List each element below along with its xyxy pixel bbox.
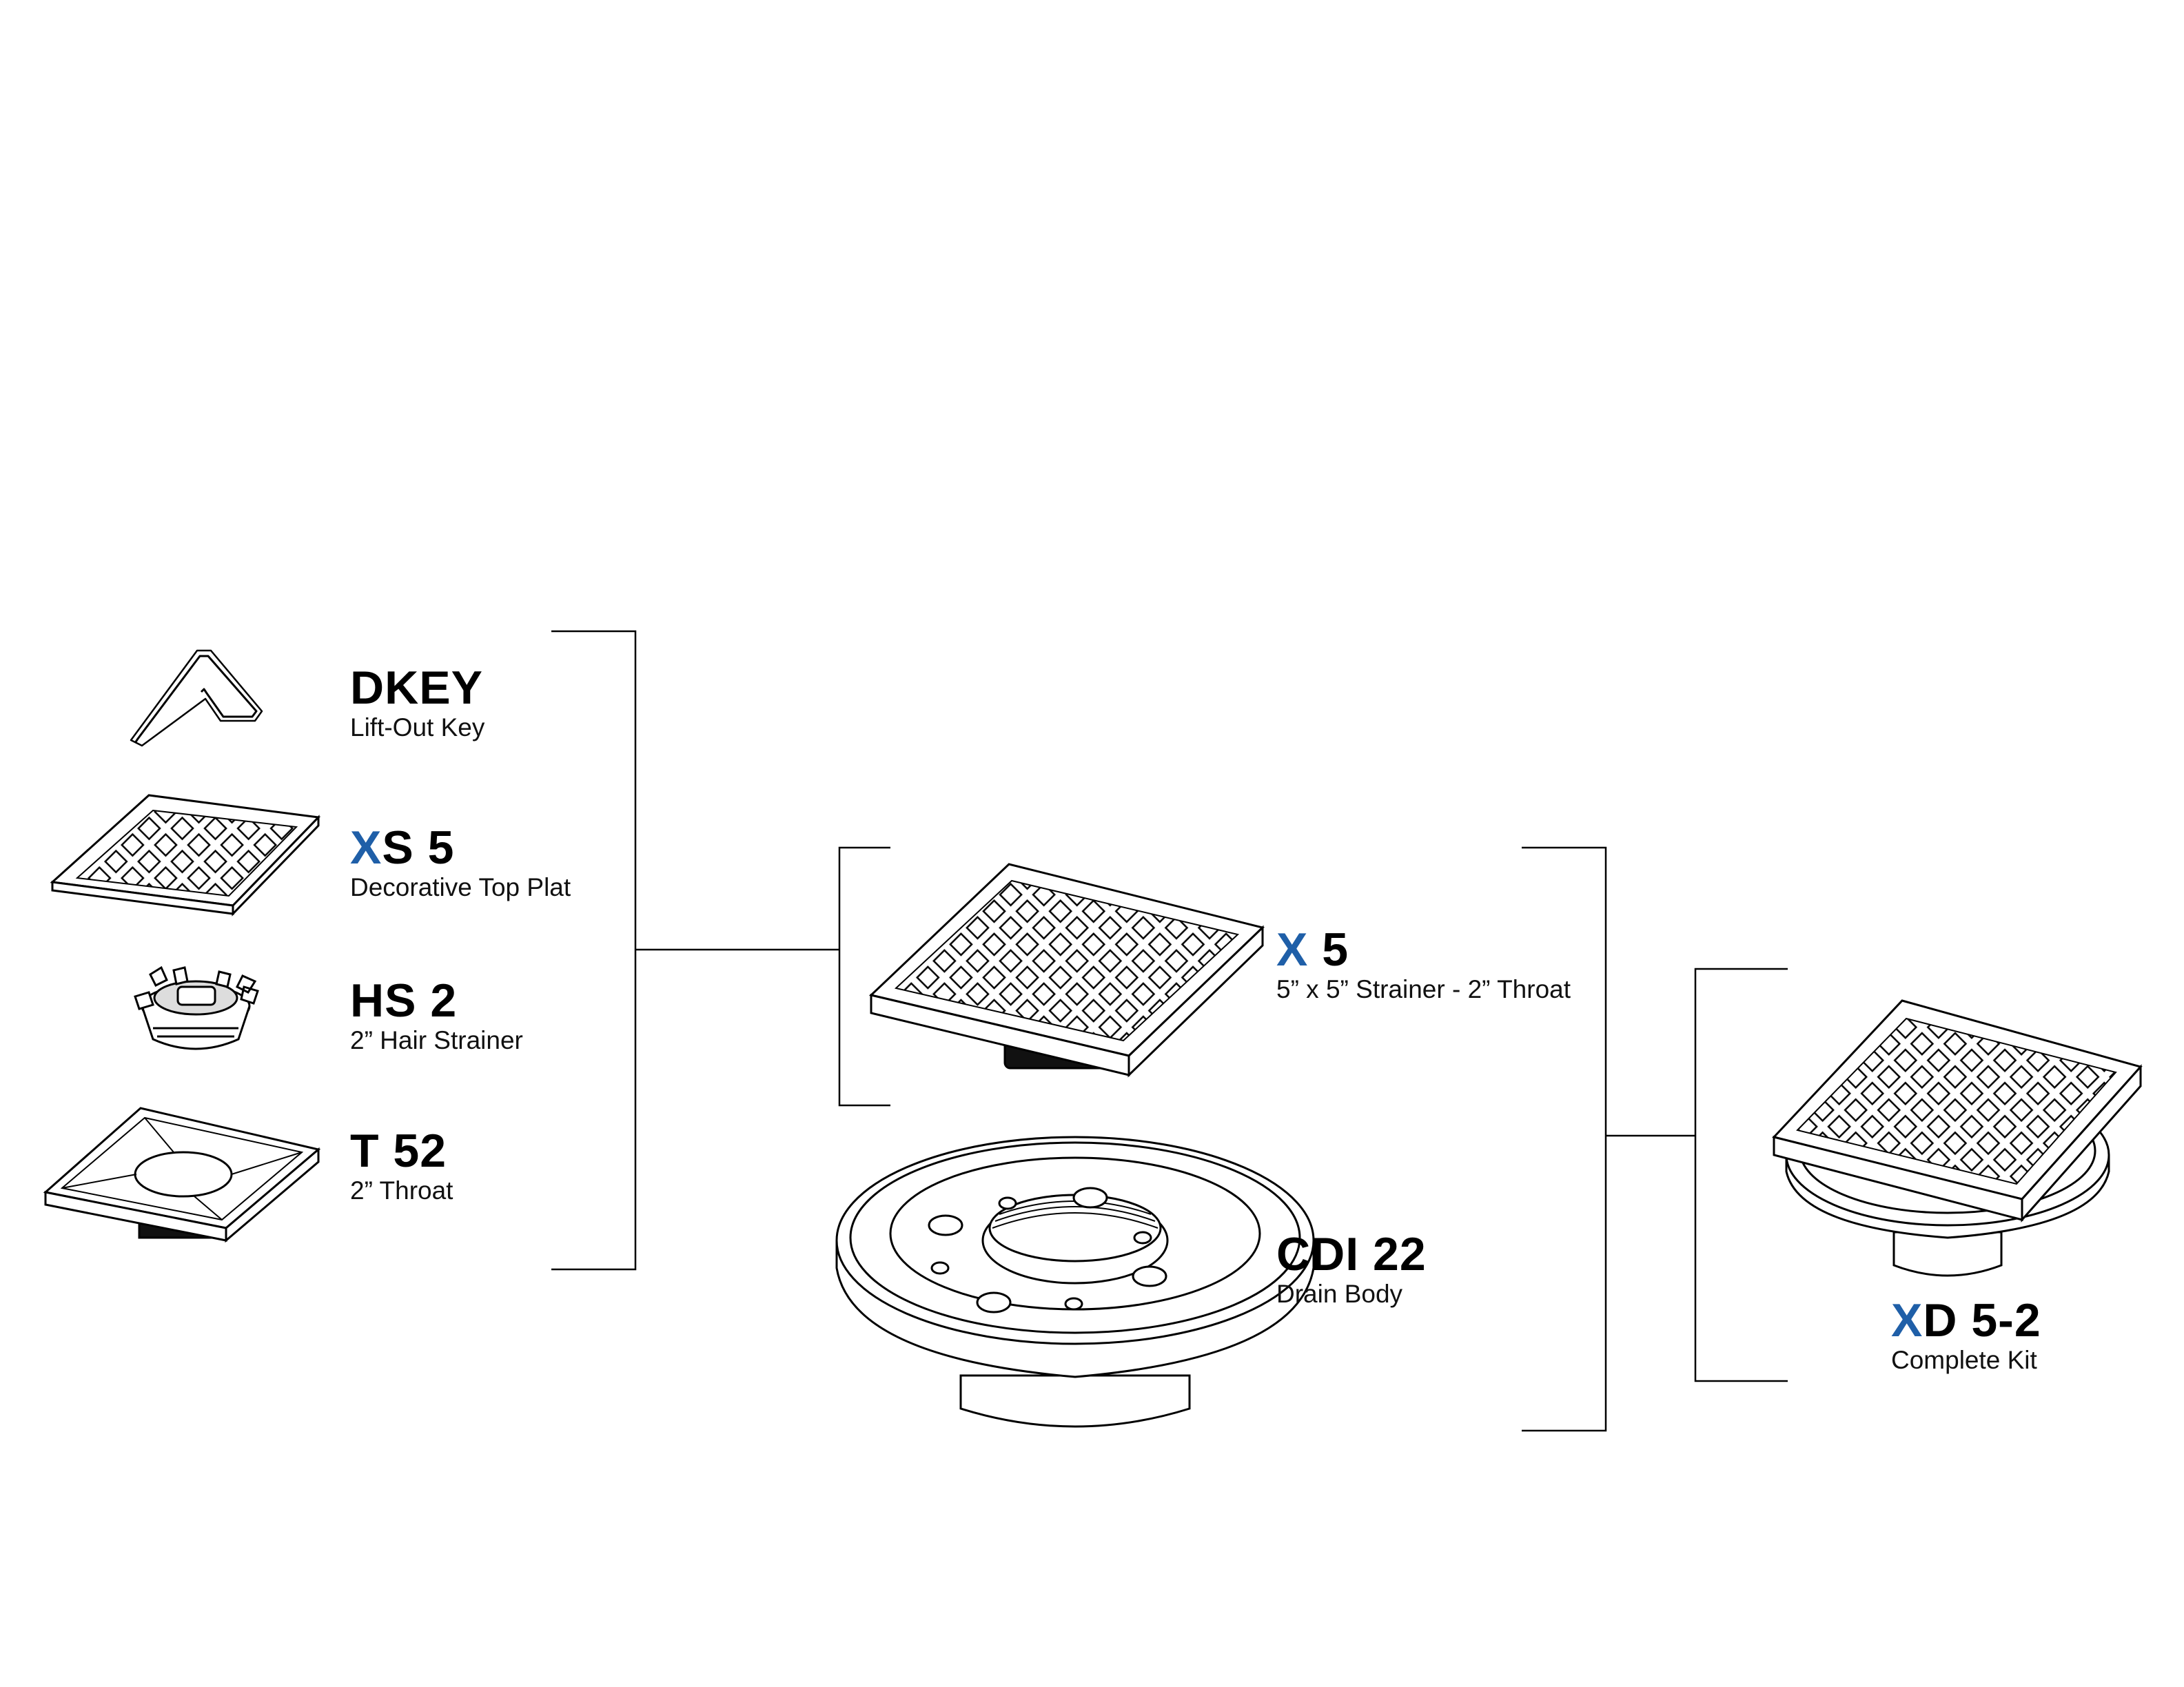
component-label-t52: T 52 2” Throat <box>350 1127 453 1205</box>
part-code-text: 5 <box>1308 923 1349 976</box>
component-label-dkey: DKEY Lift-Out Key <box>350 664 484 742</box>
throat-icon <box>43 1107 321 1243</box>
component-label-xs5: XS 5 Decorative Top Plat <box>350 824 571 901</box>
components-bracket <box>551 630 637 1271</box>
part-code: XD 5-2 <box>1891 1297 2041 1344</box>
hair-strainer-icon <box>134 965 259 1050</box>
lift-out-key-icon <box>130 649 263 747</box>
part-description: Lift-Out Key <box>350 713 485 742</box>
assembly-label-x5: X 5 5” x 5” Strainer - 2” Throat <box>1276 926 1571 1003</box>
part-code-accent: X <box>350 821 382 874</box>
assemblies-bracket <box>1522 846 1607 1432</box>
part-code-accent: X <box>1891 1294 1923 1347</box>
part-code-text: DKEY <box>350 662 483 714</box>
part-description: Decorative Top Plat <box>350 873 571 901</box>
complete-kit-icon <box>1772 999 2143 1277</box>
part-code-text: S 5 <box>382 821 455 874</box>
part-code: T 52 <box>350 1127 453 1174</box>
part-code: DKEY <box>350 664 484 711</box>
bracket-lines <box>551 630 1788 1432</box>
part-code: CDI 22 <box>1276 1231 1427 1278</box>
drain-body-icon <box>835 1136 1315 1428</box>
part-code: X 5 <box>1276 926 1571 973</box>
component-label-hs2: HS 2 2” Hair Strainer <box>350 977 523 1054</box>
part-code-text: T 52 <box>350 1125 447 1177</box>
strainer-assembly-icon <box>868 863 1265 1078</box>
kit-label-xd52: XD 5-2 Complete Kit <box>1891 1297 2041 1374</box>
x5-bracket <box>838 846 890 1107</box>
part-code-text: CDI 22 <box>1276 1228 1427 1280</box>
part-code-text: HS 2 <box>350 974 458 1027</box>
part-description: 2” Hair Strainer <box>350 1026 523 1054</box>
part-code: XS 5 <box>350 824 571 871</box>
part-description: 2” Throat <box>350 1176 453 1205</box>
part-code-text: D 5-2 <box>1923 1294 2041 1347</box>
assembly-label-cdi22: CDI 22 Drain Body <box>1276 1231 1427 1308</box>
part-description: Drain Body <box>1276 1280 1403 1308</box>
part-code: HS 2 <box>350 977 523 1024</box>
part-description: 5” x 5” Strainer - 2” Throat <box>1276 975 1571 1003</box>
part-code-accent: X <box>1276 923 1309 976</box>
part-description: Complete Kit <box>1891 1346 2037 1374</box>
kit-bracket <box>1694 968 1788 1382</box>
decorative-top-plate-icon <box>50 794 321 917</box>
